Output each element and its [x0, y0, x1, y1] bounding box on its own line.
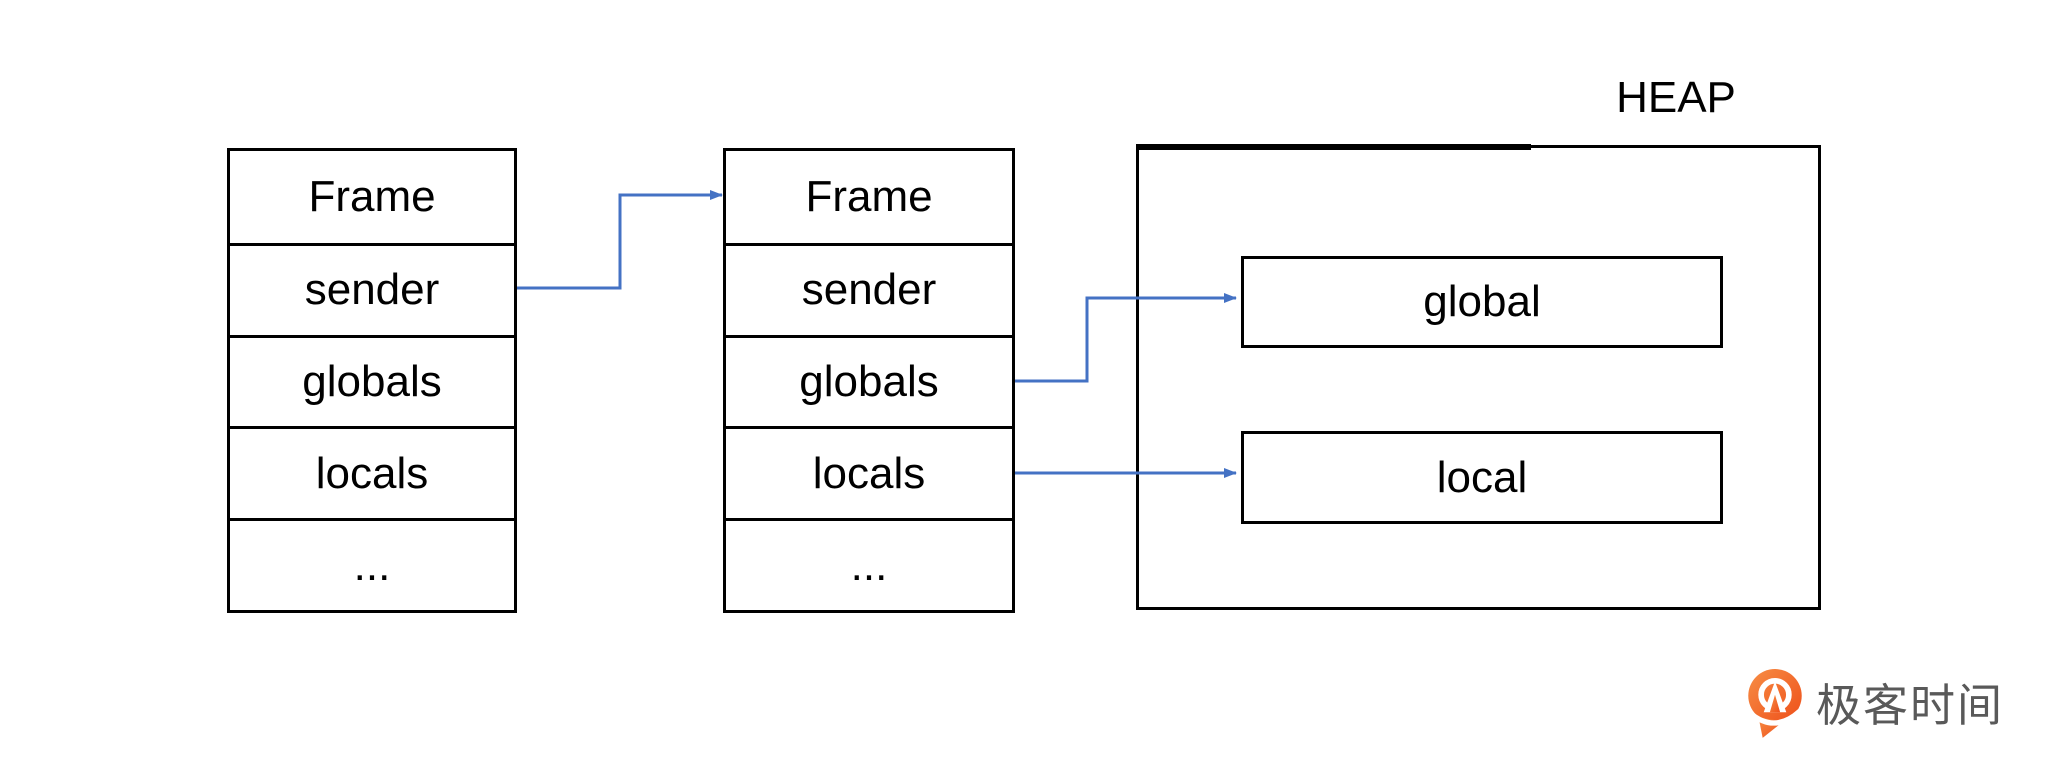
frame-stack-2: Frame sender globals locals ...	[723, 148, 1015, 613]
arrow-sender-to-frame2	[517, 190, 723, 290]
stack1-row-frame-label: Frame	[308, 171, 436, 221]
stack2-row-locals-label: locals	[812, 448, 926, 498]
stack2-row-frame: Frame	[726, 151, 1012, 243]
heap-box: global local	[1136, 144, 1821, 610]
geektime-logo-text: 极客时间	[1816, 679, 2005, 731]
stack2-row-sender: sender	[726, 242, 1012, 335]
stack2-row-locals: locals	[726, 426, 1012, 518]
stack1-row-sender: sender	[230, 242, 514, 335]
heap-item-local-label: local	[1436, 452, 1528, 502]
stack2-row-globals-label: globals	[799, 356, 939, 406]
stack1-row-globals-label: globals	[302, 356, 442, 406]
stack2-row-ellipsis: ...	[726, 518, 1012, 610]
stack1-row-globals: globals	[230, 334, 514, 427]
stack1-row-ellipsis-label: ...	[353, 540, 391, 590]
stack1-row-locals: locals	[230, 426, 514, 518]
heap-box-top-line	[1136, 144, 1531, 150]
geektime-logo: 极客时间	[1746, 668, 2004, 742]
stack2-row-ellipsis-label: ...	[850, 540, 888, 590]
stack1-row-locals-label: locals	[315, 448, 429, 498]
frame-stack-1: Frame sender globals locals ...	[227, 148, 517, 613]
stack2-row-frame-label: Frame	[805, 171, 933, 221]
heap-item-global-label: global	[1423, 277, 1541, 326]
stack1-row-sender-label: sender	[304, 265, 440, 315]
stack2-row-sender-label: sender	[801, 265, 937, 315]
stack2-row-globals: globals	[726, 334, 1012, 427]
heap-label: HEAP	[1616, 73, 1736, 122]
stack1-row-ellipsis: ...	[230, 518, 514, 610]
geektime-logo-icon	[1748, 669, 1802, 738]
heap-item-local: local	[1241, 431, 1723, 524]
stack1-row-frame: Frame	[230, 151, 514, 243]
heap-item-global: global	[1241, 256, 1723, 348]
